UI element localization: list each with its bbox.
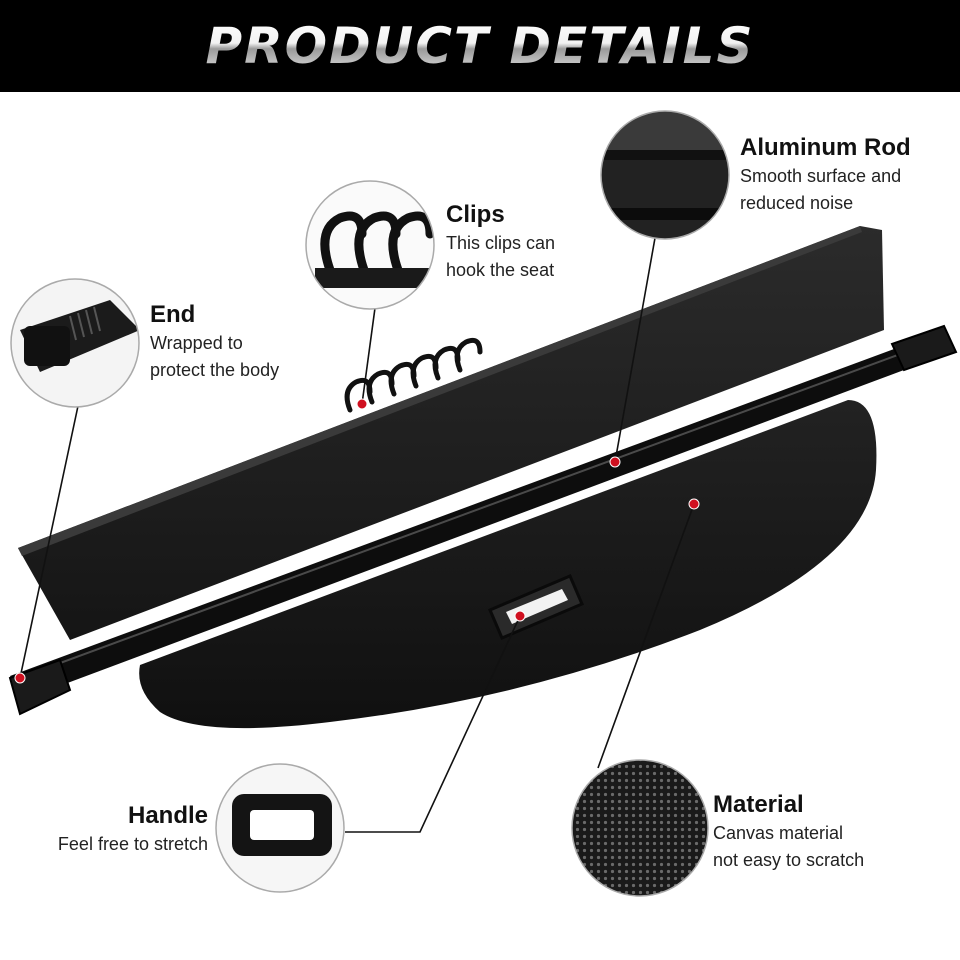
material-desc: Canvas material not easy to scratch <box>713 823 865 870</box>
marker-dot <box>688 498 700 510</box>
marker-dots <box>14 398 700 684</box>
detail-circle-clips <box>305 180 435 310</box>
detail-circle-material <box>571 759 709 897</box>
detail-circle-end <box>10 278 140 408</box>
connector-lines <box>19 237 695 833</box>
label-aluminum-rod: Aluminum Rod Smooth surface and reduced … <box>740 133 911 217</box>
aluminum-rod <box>10 332 952 700</box>
label-material: Material Canvas material not easy to scr… <box>713 790 864 874</box>
banner-title: PRODUCT DETAILS <box>205 17 755 75</box>
banner: PRODUCT DETAILS <box>0 0 960 92</box>
clips-desc: This clips can hook the seat <box>446 233 556 280</box>
marker-dot <box>609 456 621 468</box>
clips-title: Clips <box>446 201 505 228</box>
cover-panel-edge <box>18 226 862 556</box>
handle-title: Handle <box>127 802 208 829</box>
material-title: Material <box>713 791 804 818</box>
label-clips: Clips This clips can hook the seat <box>446 200 555 284</box>
marker-dot <box>14 672 26 684</box>
lower-canvas <box>139 400 877 729</box>
end-title: End <box>150 301 196 328</box>
handle-desc: Feel free to stretch <box>57 834 208 854</box>
end-desc: Wrapped to protect the body <box>150 333 280 380</box>
marker-dot <box>356 398 368 410</box>
detail-circle-rod <box>600 110 730 240</box>
rod-end-right <box>890 324 958 372</box>
aluminum-rod-desc: Smooth surface and reduced noise <box>740 166 902 213</box>
label-end: End Wrapped to protect the body <box>150 300 279 384</box>
rod-end-left <box>8 658 72 716</box>
detail-circle-handle <box>215 763 345 893</box>
panel-hooks-icon <box>344 337 483 413</box>
label-handle: Handle Feel free to stretch <box>38 801 208 858</box>
cover-panel <box>18 226 884 640</box>
aluminum-rod-title: Aluminum Rod <box>740 134 911 161</box>
marker-dot <box>514 610 526 622</box>
